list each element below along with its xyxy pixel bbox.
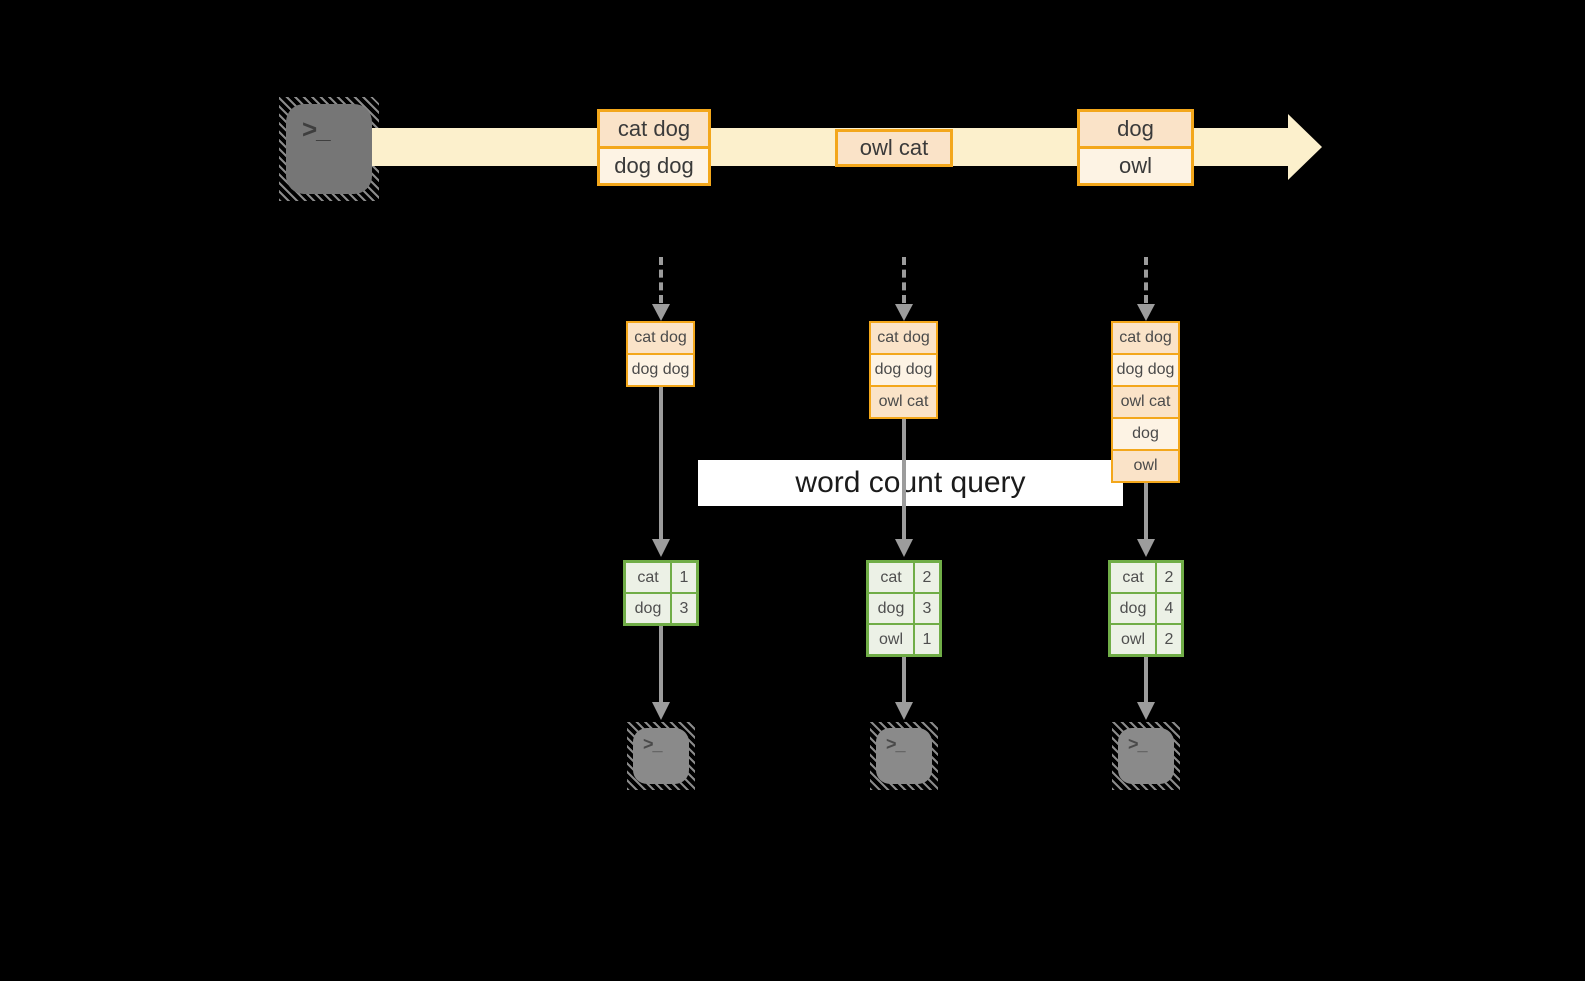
record-cell: dog: [1080, 112, 1191, 146]
count-cell: 3: [672, 594, 696, 623]
arrowhead-icon: [1137, 702, 1155, 720]
terminal-sink-icon: >_: [870, 722, 938, 790]
record-stack: cat dog dog dog owl cat: [869, 321, 938, 419]
count-cell: 2: [915, 563, 939, 592]
stack-cell: owl cat: [1113, 387, 1178, 417]
flow-arrow: [1144, 657, 1148, 702]
count-table: cat 2 dog 4 owl 2: [1108, 560, 1184, 657]
terminal-sink-icon: >_: [627, 722, 695, 790]
query-label: word count query: [795, 466, 1026, 499]
count-cell: 3: [915, 594, 939, 623]
record-cell: owl cat: [838, 132, 950, 164]
dashed-arrow-icon: [1144, 257, 1148, 303]
arrowhead-icon: [652, 304, 670, 321]
flow-arrow: [659, 387, 663, 539]
arrowhead-icon: [895, 304, 913, 321]
word-cell: cat: [626, 563, 670, 592]
count-cell: 4: [1157, 594, 1181, 623]
terminal-sink-icon: >_: [1112, 722, 1180, 790]
count-cell: 2: [1157, 625, 1181, 654]
stack-cell: dog dog: [1113, 355, 1178, 385]
count-table: cat 1 dog 3: [623, 560, 699, 626]
flow-arrow: [1144, 483, 1148, 539]
stack-cell: dog: [1113, 419, 1178, 449]
word-cell: cat: [1111, 563, 1155, 592]
word-cell: cat: [869, 563, 913, 592]
stream-record: cat dog dog dog: [597, 109, 711, 186]
record-cell: owl: [1080, 149, 1191, 183]
count-cell: 2: [1157, 563, 1181, 592]
word-cell: dog: [869, 594, 913, 623]
terminal-body: >_: [633, 728, 689, 784]
prompt-icon: >_: [643, 734, 663, 754]
terminal-source-icon: >_: [279, 97, 379, 201]
arrowhead-icon: [895, 539, 913, 557]
dashed-arrow-icon: [902, 257, 906, 303]
stack-cell: cat dog: [628, 323, 693, 353]
stack-cell: owl cat: [871, 387, 936, 417]
word-cell: dog: [1111, 594, 1155, 623]
dashed-arrow-icon: [659, 257, 663, 303]
word-cell: dog: [626, 594, 670, 623]
arrowhead-icon: [652, 702, 670, 720]
query-label-band: word count query: [698, 460, 1123, 506]
stack-cell: cat dog: [871, 323, 936, 353]
terminal-body: >_: [286, 104, 372, 194]
stream-arrowhead-icon: [1288, 114, 1322, 180]
count-table: cat 2 dog 3 owl 1: [866, 560, 942, 657]
arrowhead-icon: [1137, 539, 1155, 557]
count-cell: 1: [915, 625, 939, 654]
arrowhead-icon: [652, 539, 670, 557]
word-cell: owl: [869, 625, 913, 654]
count-cell: 1: [672, 563, 696, 592]
record-cell: cat dog: [600, 112, 708, 146]
stack-cell: dog dog: [871, 355, 936, 385]
stack-cell: owl: [1113, 451, 1178, 481]
record-stack: cat dog dog dog: [626, 321, 695, 387]
prompt-icon: >_: [302, 114, 331, 144]
prompt-icon: >_: [886, 734, 906, 754]
flow-arrow: [902, 419, 906, 539]
arrowhead-icon: [1137, 304, 1155, 321]
record-cell: dog dog: [600, 149, 708, 183]
prompt-icon: >_: [1128, 734, 1148, 754]
terminal-body: >_: [1118, 728, 1174, 784]
flow-arrow: [902, 657, 906, 702]
stream-record: dog owl: [1077, 109, 1194, 186]
flow-arrow: [659, 626, 663, 702]
word-cell: owl: [1111, 625, 1155, 654]
stack-cell: dog dog: [628, 355, 693, 385]
stack-cell: cat dog: [1113, 323, 1178, 353]
arrowhead-icon: [895, 702, 913, 720]
stream-record: owl cat: [835, 129, 953, 167]
record-stack: cat dog dog dog owl cat dog owl: [1111, 321, 1180, 483]
terminal-body: >_: [876, 728, 932, 784]
